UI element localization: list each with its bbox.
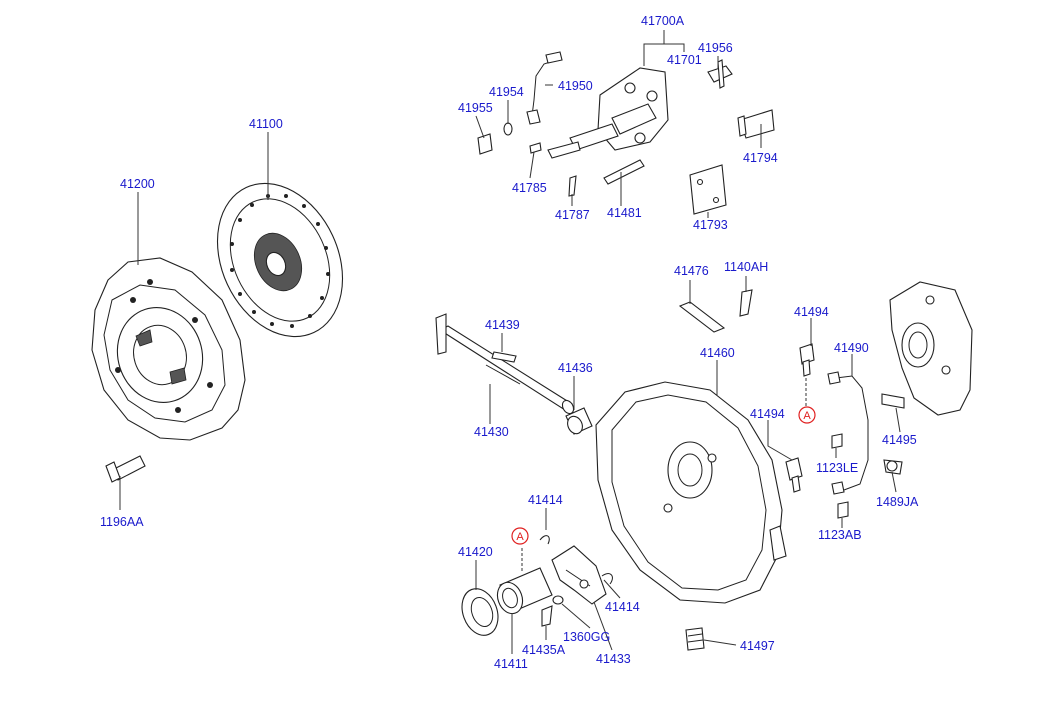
- label-41460[interactable]: 41460: [700, 346, 735, 360]
- bracket-41495[interactable]: [881, 393, 905, 409]
- release-bearing-41420[interactable]: [456, 584, 504, 641]
- label-1489ja[interactable]: 1489JA: [876, 495, 919, 509]
- hose-41490[interactable]: [827, 371, 869, 495]
- label-41430[interactable]: 41430: [474, 425, 509, 439]
- bolt-41955[interactable]: [477, 133, 493, 155]
- key-41439[interactable]: [491, 351, 517, 363]
- label-41956[interactable]: 41956: [698, 41, 733, 55]
- svg-text:A: A: [803, 410, 811, 422]
- bushing-41436[interactable]: [565, 407, 593, 436]
- label-41100[interactable]: 41100: [249, 117, 283, 131]
- label-41439[interactable]: 41439: [485, 318, 520, 332]
- label-41700a[interactable]: 41700A: [641, 14, 685, 28]
- pin-41787[interactable]: [568, 175, 577, 197]
- fitting-41494-lower[interactable]: [785, 457, 803, 493]
- label-1360gg[interactable]: 1360GG: [563, 630, 610, 644]
- label-1123le[interactable]: 1123LE: [816, 461, 858, 475]
- clutch-housing[interactable]: [595, 381, 787, 604]
- sleeve-41411[interactable]: [493, 567, 553, 617]
- label-41435a[interactable]: 41435A: [522, 643, 566, 657]
- gasket-41481[interactable]: [603, 159, 645, 185]
- label-41954[interactable]: 41954: [489, 85, 524, 99]
- label-41701[interactable]: 41701: [667, 53, 702, 67]
- label-41476[interactable]: 41476: [674, 264, 709, 278]
- label-41411[interactable]: 41411: [494, 657, 528, 671]
- label-41481[interactable]: 41481: [607, 206, 642, 220]
- washer-1360gg[interactable]: [552, 595, 564, 605]
- bolt-1196aa[interactable]: [105, 455, 146, 483]
- label-41414-lower[interactable]: 41414: [605, 600, 640, 614]
- label-41420[interactable]: 41420: [458, 545, 493, 559]
- clip-1489ja[interactable]: [883, 459, 903, 475]
- pin-41785[interactable]: [529, 142, 542, 154]
- plate-41793[interactable]: [689, 164, 727, 215]
- leader-lines: [119, 30, 901, 654]
- bolt-1123ab[interactable]: [837, 501, 849, 519]
- release-fork-41433[interactable]: [551, 545, 607, 605]
- bolt-1140ah[interactable]: [739, 289, 753, 317]
- label-41200[interactable]: 41200: [120, 177, 155, 191]
- label-41414-upper[interactable]: 41414: [528, 493, 563, 507]
- label-41495[interactable]: 41495: [882, 433, 917, 447]
- clip-41956[interactable]: [707, 59, 733, 89]
- label-41950[interactable]: 41950: [558, 79, 593, 93]
- reference-marker-bearing: A: [511, 527, 529, 545]
- transmission-cover[interactable]: [889, 281, 973, 416]
- spring-clip-41414-lower[interactable]: [601, 573, 613, 585]
- label-41494-lower[interactable]: 41494: [750, 407, 785, 421]
- label-41494-upper[interactable]: 41494: [794, 305, 829, 319]
- pressure-plate[interactable]: [91, 257, 246, 441]
- clutch-disc[interactable]: [194, 163, 367, 357]
- label-1140ah[interactable]: 1140AH: [724, 260, 768, 274]
- washer-41954[interactable]: [503, 122, 513, 136]
- spring-clip-41414-upper[interactable]: [539, 535, 550, 545]
- bolt-41435a[interactable]: [541, 605, 553, 627]
- label-41433[interactable]: 41433: [596, 652, 631, 666]
- label-41785[interactable]: 41785: [512, 181, 547, 195]
- label-41794[interactable]: 41794: [743, 151, 778, 165]
- svg-text:A: A: [516, 531, 524, 543]
- label-1123ab[interactable]: 1123AB: [818, 528, 862, 542]
- reference-marker-hose: A: [798, 406, 816, 424]
- fork-shaft[interactable]: [435, 313, 576, 416]
- fitting-41494-upper[interactable]: [799, 343, 815, 377]
- label-41497[interactable]: 41497: [740, 639, 775, 653]
- drain-plug-41497[interactable]: [685, 627, 705, 651]
- master-cylinder[interactable]: [547, 67, 669, 159]
- label-1196aa[interactable]: 1196AA: [100, 515, 144, 529]
- gasket-41476[interactable]: [678, 301, 726, 333]
- tube-41950[interactable]: [526, 51, 563, 125]
- label-41787[interactable]: 41787: [555, 208, 590, 222]
- label-41793[interactable]: 41793: [693, 218, 728, 232]
- part-labels: 41700A 41701 41956 41954 41950 41955 417…: [100, 14, 919, 671]
- bolt-1123le[interactable]: [831, 433, 843, 449]
- label-41955[interactable]: 41955: [458, 101, 493, 115]
- label-41490[interactable]: 41490: [834, 341, 869, 355]
- label-41436[interactable]: 41436: [558, 361, 593, 375]
- bracket-41794[interactable]: [737, 109, 775, 139]
